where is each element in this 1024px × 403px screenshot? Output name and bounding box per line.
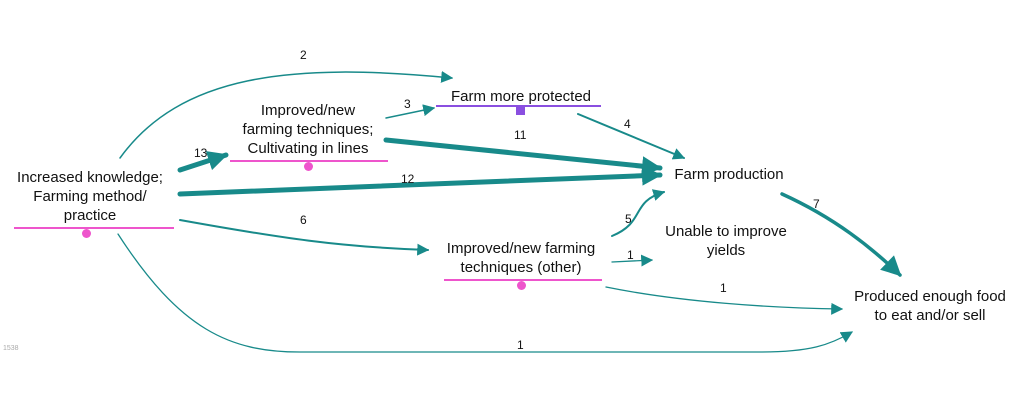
node-line: practice [63,207,117,224]
node-line: yields [706,242,746,259]
edge-label-techother-production: 5 [625,212,632,226]
edge-protected-production [577,113,686,160]
edge-knowledge-protected [119,70,454,159]
edge-techlines-protected [385,104,436,119]
pink-marker [82,229,91,238]
edge-label-knowledge-techlines: 13 [194,146,208,160]
node-line: techniques (other) [460,259,582,276]
edge-label-knowledge-techother: 6 [300,213,307,227]
node-underline [14,227,174,229]
node-line: Farm production [674,166,784,183]
node-line: Improved/new farming [446,240,596,257]
edge-techlines-production [383,137,663,177]
node-produced-enough-food: Produced enough food to eat and/or sell [840,287,1020,325]
node-line: Unable to improve [665,223,787,240]
edge-techother-unable [611,254,654,267]
edge-techother-production [611,189,666,237]
node-farm-more-protected: Farm more protected [436,87,606,106]
node-line: Improved/new [260,102,356,119]
pink-marker [517,281,526,290]
node-line: to eat and/or sell [874,307,986,324]
node-improved-techniques-other: Improved/new farming techniques (other) [432,239,610,277]
node-underline [444,279,602,281]
edge-label-protected-production: 4 [624,117,631,131]
edge-production-food [780,192,902,277]
node-line: Produced enough food [854,288,1006,305]
edge-knowledge-techother [179,219,430,256]
node-line: Farming method/ [33,188,147,205]
edge-label-knowledge-protected: 2 [300,48,307,62]
node-farm-production: Farm production [664,165,794,184]
purple-marker [516,106,525,115]
node-underline [230,160,388,162]
node-improved-techniques-lines: Improved/new farming techniques; Cultiva… [225,101,391,158]
edge-label-production-food: 7 [813,197,820,211]
node-line: Farm more protected [450,88,592,105]
edge-knowledge-techlines [177,151,229,173]
edge-label-knowledge-food: 1 [517,338,524,352]
node-increased-knowledge: Increased knowledge; Farming method/ pra… [4,168,176,225]
edge-label-techother-unable: 1 [627,248,634,262]
edge-techother-food [605,286,844,315]
node-line: Cultivating in lines [247,140,369,157]
edge-label-techother-food: 1 [720,281,727,295]
edge-knowledge-production [177,165,663,197]
edge-label-techlines-protected: 3 [404,97,411,111]
edge-knowledge-food [117,233,854,353]
edge-label-knowledge-production: 12 [401,172,415,186]
node-line: farming techniques; [242,121,374,138]
pink-marker [304,162,313,171]
footnote-id: 1538 [3,345,19,352]
node-unable-to-improve-yields: Unable to improve yields [654,222,798,260]
node-line: Increased knowledge; [17,169,163,186]
edge-label-techlines-production: 11 [514,128,527,142]
